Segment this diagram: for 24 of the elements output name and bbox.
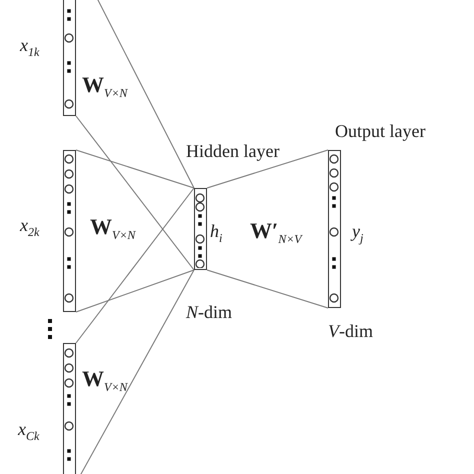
connection-line: [76, 188, 194, 344]
node-label: x$_{2k}$: [20, 216, 40, 238]
edge-label: W$_{V×N}$: [90, 216, 136, 241]
edge-label: W$_{V×N}$: [82, 368, 128, 393]
neuron-column: [63, 0, 76, 116]
connection-line: [76, 150, 194, 188]
edge-label: W$_{V×N}$: [82, 74, 128, 99]
node-label: N-dim: [186, 303, 232, 321]
edge-label: W′$_{N×V}$: [250, 220, 302, 245]
node-label: x$_{1k}$: [20, 36, 40, 58]
connection-line: [76, 270, 194, 312]
connection-line: [206, 150, 328, 188]
connection-line: [206, 270, 328, 308]
node-label: Output layer: [335, 122, 426, 140]
node-label: x$_{Ck}$: [18, 420, 40, 442]
neuron-column: [328, 150, 341, 308]
neuron-column: [194, 188, 207, 270]
node-label: h$_{i}$: [210, 222, 222, 244]
node-label: y$_{j}$: [352, 222, 364, 244]
neuron-column: [63, 343, 76, 474]
node-label: Hidden layer: [186, 142, 280, 160]
neuron-column: [63, 150, 76, 312]
node-label: V-dim: [328, 322, 373, 340]
connection-line: [76, 116, 194, 270]
